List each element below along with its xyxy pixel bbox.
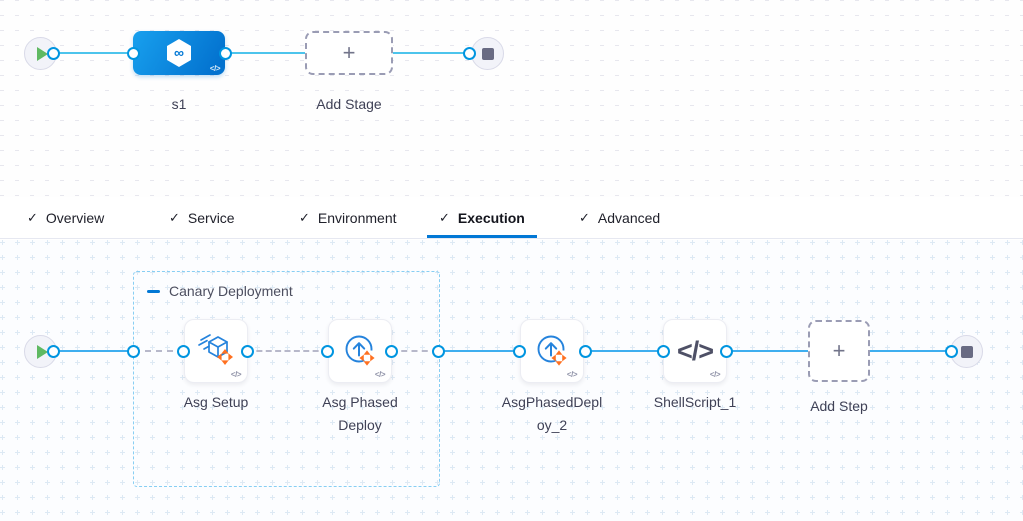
step-node-asg-phased-deploy[interactable]: </> (328, 319, 392, 383)
tab-label: Advanced (597, 209, 661, 226)
tab-execution[interactable]: ✓ Execution (427, 197, 537, 238)
stop-icon (481, 47, 494, 60)
check-icon: ✓ (439, 210, 450, 225)
edge (438, 350, 520, 352)
link-anchor (657, 345, 670, 358)
step-name-label: AsgPhasedDeploy_2 (501, 394, 603, 433)
plus-icon: + (342, 40, 356, 65)
edge-dashed (247, 350, 328, 352)
harness-cd-hexagon-infinity-icon: ∞ (167, 39, 191, 67)
link-anchor (127, 47, 140, 60)
edge (727, 350, 808, 352)
tab-label: Service (187, 209, 235, 226)
edge (870, 350, 952, 352)
link-anchor (720, 345, 733, 358)
stage-graph-canvas: ∞ </> + s1 Add Stage (0, 0, 1023, 197)
edge-start-to-stage (41, 52, 135, 54)
end-node (471, 37, 504, 70)
asg-phased-deploy-icon (537, 335, 567, 366)
link-anchor (463, 47, 476, 60)
tab-advanced[interactable]: ✓ Advanced (567, 197, 672, 238)
link-anchor (177, 345, 190, 358)
tab-label: Execution (457, 209, 525, 226)
add-stage-button[interactable]: + (305, 31, 393, 75)
step-node-asg-phased-deploy-2[interactable]: </> (520, 319, 584, 383)
yaml-code-badge-icon: </> (230, 370, 242, 379)
step-node-shellscript-1[interactable]: </> </> (663, 319, 727, 383)
add-step-button[interactable]: + (808, 320, 870, 382)
link-anchor (219, 47, 232, 60)
edge (41, 350, 134, 352)
yaml-code-badge-icon: </> (209, 64, 221, 73)
check-icon: ✓ (169, 210, 180, 225)
play-icon (36, 344, 48, 359)
drag-move-arrows-icon (217, 349, 233, 365)
step-name-label: Asg Setup (183, 394, 249, 410)
yaml-code-badge-icon: </> (709, 370, 721, 379)
link-anchor (321, 345, 334, 358)
start-node (24, 37, 57, 70)
tab-overview[interactable]: ✓ Overview (15, 197, 116, 238)
yaml-code-badge-icon: </> (374, 370, 386, 379)
asg-setup-cube-icon (198, 334, 233, 365)
drag-move-arrows-icon (551, 350, 567, 366)
link-anchor (127, 345, 140, 358)
stage-name-label: s1 (171, 96, 187, 112)
edge (585, 350, 664, 352)
edge-stage-to-addstage (225, 52, 305, 54)
link-anchor (385, 345, 398, 358)
add-stage-label: Add Stage (316, 96, 382, 112)
link-anchor (47, 345, 60, 358)
step-group-label: Canary Deployment (169, 283, 293, 299)
infinity-glyph: ∞ (174, 45, 184, 61)
shell-script-code-icon: </> (676, 335, 714, 366)
edge-dashed (134, 350, 184, 352)
tab-service[interactable]: ✓ Service (157, 197, 247, 238)
stage-node-s1[interactable]: ∞ </> (133, 31, 225, 75)
tab-label: Environment (317, 209, 397, 226)
check-icon: ✓ (27, 210, 38, 225)
execution-graph-canvas: Canary Deployment (0, 240, 1023, 521)
asg-phased-deploy-icon (345, 335, 375, 366)
stop-icon (960, 345, 973, 358)
play-icon (36, 46, 48, 61)
add-step-label: Add Step (810, 398, 868, 414)
tab-label: Overview (45, 209, 105, 226)
plus-icon: + (832, 338, 846, 363)
step-group-canary-deployment: Canary Deployment (133, 271, 440, 487)
tab-environment[interactable]: ✓ Environment (287, 197, 409, 238)
link-anchor (241, 345, 254, 358)
collapse-group-icon[interactable] (147, 289, 160, 293)
link-anchor (47, 47, 60, 60)
edge-addstage-to-end (393, 52, 471, 54)
step-name-label: Asg Phased Deploy (322, 394, 398, 433)
check-icon: ✓ (579, 210, 590, 225)
check-icon: ✓ (299, 210, 310, 225)
link-anchor (945, 345, 958, 358)
drag-move-arrows-icon (359, 350, 375, 366)
link-anchor (432, 345, 445, 358)
step-name-label: ShellScript_1 (653, 394, 737, 410)
link-anchor (513, 345, 526, 358)
yaml-code-badge-icon: </> (566, 370, 578, 379)
edge-dashed (391, 350, 438, 352)
stage-config-tabbar: ✓ Overview ✓ Service ✓ Environment ✓ Exe… (0, 197, 1023, 239)
step-node-asg-setup[interactable]: </> (184, 319, 248, 383)
link-anchor (579, 345, 592, 358)
